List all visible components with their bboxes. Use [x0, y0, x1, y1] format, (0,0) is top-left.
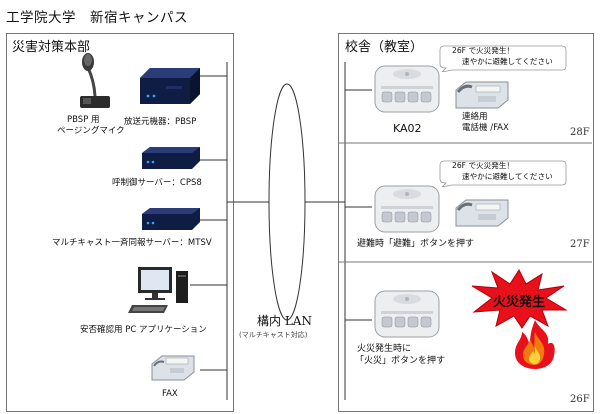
mic-label-line1: PBSP 用: [67, 115, 100, 125]
phone-fax-icon: [455, 199, 509, 227]
pbsp-device-label: 放送元機器：PBSP: [124, 117, 197, 127]
speech-bubble: [439, 45, 567, 72]
floor-28-label: 28F: [570, 127, 590, 138]
cps8-server-label: 呼制御サーバー：CPS8: [112, 178, 202, 188]
evacuate-instruction: 避難時「避難」ボタンを押す: [357, 239, 475, 249]
bubble-text-line1: 26F で火災発生！: [452, 161, 515, 170]
building-header: 校舎（教室）: [345, 40, 424, 55]
bubble-text-line2: 速やかに避難してください: [462, 57, 553, 66]
fire-alert-burst-icon: [471, 268, 568, 329]
lan-label: 構内 LAN: [257, 314, 312, 328]
mtsv-server-icon: [142, 208, 200, 230]
phone-label-line1: 連絡用: [462, 112, 488, 122]
fax-icon: [151, 355, 195, 381]
pc-icon: [128, 267, 188, 313]
floor-26-label: 26F: [570, 394, 590, 405]
page-title: 工学院大学 新宿キャンパス: [6, 10, 188, 26]
classroom-terminal-icon: [374, 185, 440, 233]
mtsv-server-label: マルチキャスト一斉同報サーバー：MTSV: [52, 238, 212, 248]
pc-app-label: 安否確認用 PC アプリケーション: [80, 325, 207, 335]
pbsp-device-icon: [140, 68, 200, 104]
cps8-server-icon: [142, 147, 200, 169]
floor-27-label: 27F: [570, 239, 590, 250]
lan-cloud: [268, 83, 306, 321]
bubble-text-line2: 速やかに避難してください: [462, 172, 553, 181]
classroom-terminal-icon: [374, 290, 440, 338]
hq-header: 災害対策本部: [12, 40, 91, 55]
fire-alert-label: 火災発生: [493, 295, 546, 310]
classroom-terminal-icon: [374, 65, 440, 113]
paging-microphone-icon: [80, 53, 110, 108]
bubble-text-line1: 26F で火災発生！: [452, 46, 515, 55]
flame-icon: [515, 320, 555, 369]
speech-bubble: [439, 160, 567, 187]
phone-label-line2: 電話機 /FAX: [462, 123, 509, 133]
terminal-model-label: KA02: [393, 122, 422, 135]
fax-label: FAX: [162, 389, 178, 399]
fire-instruction-line1: 火災発生時に: [357, 344, 412, 354]
lan-sublabel: (マルチキャスト対応): [239, 331, 308, 339]
mic-label-line2: ページングマイク: [57, 126, 125, 136]
fire-instruction-line2: 「火災」ボタンを押す: [355, 356, 446, 366]
phone-fax-icon: [455, 81, 509, 109]
